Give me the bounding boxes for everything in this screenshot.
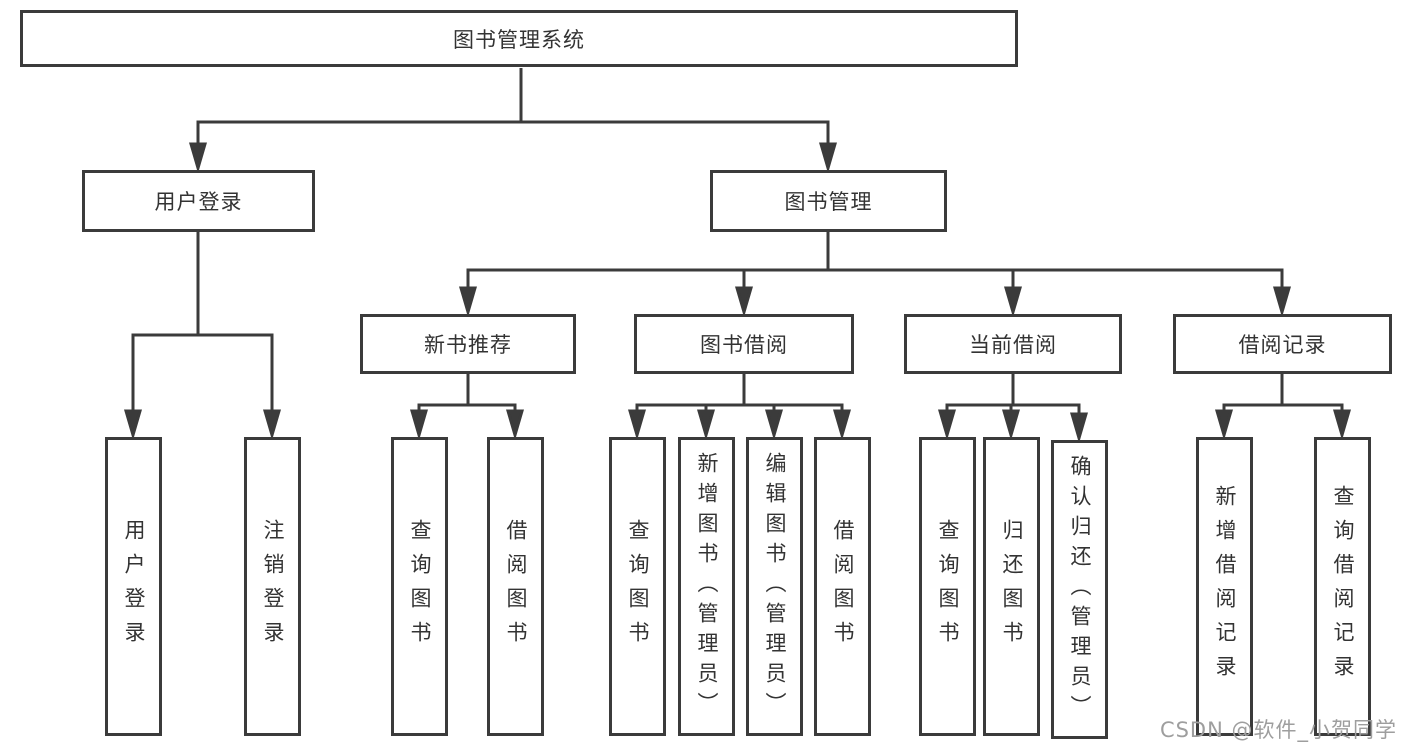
leaf-query-books-current: 查询图书 xyxy=(919,437,976,736)
node-label: 图书管理 xyxy=(784,190,873,214)
node-label: 借阅记录 xyxy=(1238,333,1327,357)
leaf-borrow-books: 借阅图书 xyxy=(814,437,871,736)
node-current-borrow: 当前借阅 xyxy=(904,314,1122,374)
leaf-query-books-recommend: 查询图书 xyxy=(391,437,448,736)
node-label: 新书推荐 xyxy=(424,333,512,357)
leaf-label: 归还图书 xyxy=(1000,518,1024,655)
leaf-label: 借阅图书 xyxy=(831,518,855,655)
leaf-label: 注销登录 xyxy=(261,518,285,655)
leaf-edit-books-admin: 编辑图书（管理员） xyxy=(746,437,803,736)
node-label: 用户登录 xyxy=(154,190,243,214)
leaf-add-books-admin: 新增图书（管理员） xyxy=(678,437,735,736)
leaf-user-login: 用户登录 xyxy=(105,437,162,736)
leaf-label: 查询图书 xyxy=(626,518,650,655)
leaf-query-books-borrow: 查询图书 xyxy=(609,437,666,736)
leaf-label: 查询图书 xyxy=(408,518,432,655)
leaf-label: 编辑图书（管理员） xyxy=(763,451,787,722)
node-new-book-recommend: 新书推荐 xyxy=(360,314,576,374)
node-borrow-records: 借阅记录 xyxy=(1173,314,1392,374)
leaf-label: 用户登录 xyxy=(122,518,146,655)
leaf-logout: 注销登录 xyxy=(244,437,301,736)
node-label: 图书借阅 xyxy=(700,333,788,357)
leaf-add-borrow-record: 新增借阅记录 xyxy=(1196,437,1253,736)
leaf-label: 新增借阅记录 xyxy=(1213,484,1237,689)
node-label: 当前借阅 xyxy=(969,333,1057,357)
leaf-label: 查询借阅记录 xyxy=(1331,484,1355,689)
node-book-borrow: 图书借阅 xyxy=(634,314,854,374)
leaf-label: 查询图书 xyxy=(936,518,960,655)
leaf-label: 确认归还（管理员） xyxy=(1068,454,1092,725)
node-label: 图书管理系统 xyxy=(453,27,585,52)
leaf-return-books: 归还图书 xyxy=(983,437,1040,736)
leaf-query-borrow-record: 查询借阅记录 xyxy=(1314,437,1371,736)
leaf-borrow-books-recommend: 借阅图书 xyxy=(487,437,544,736)
node-library-management-system: 图书管理系统 xyxy=(20,10,1018,67)
node-book-management: 图书管理 xyxy=(710,170,947,232)
leaf-label: 新增图书（管理员） xyxy=(695,451,719,722)
leaf-confirm-return-admin: 确认归还（管理员） xyxy=(1051,440,1108,739)
node-user-login: 用户登录 xyxy=(82,170,315,232)
csdn-watermark: CSDN @软件_小贺同学 xyxy=(1159,718,1397,742)
leaf-label: 借阅图书 xyxy=(504,518,528,655)
